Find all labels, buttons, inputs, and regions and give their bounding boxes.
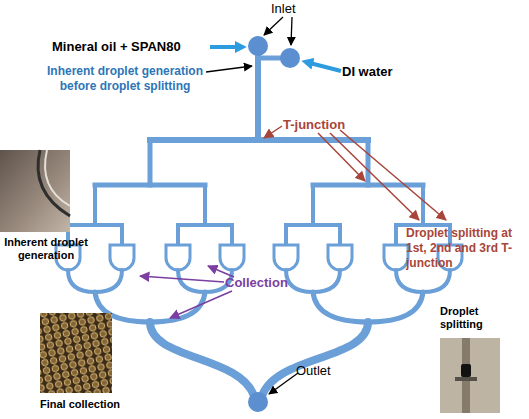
photo-splitting	[440, 338, 500, 413]
channel	[150, 140, 368, 185]
leader-arrow	[206, 66, 252, 72]
droplet-chambers	[56, 245, 462, 270]
photo-panel: Droplet splitting	[436, 305, 516, 415]
collection-network	[68, 270, 450, 396]
inlet-label: Inlet	[271, 1, 296, 17]
collection-channel	[286, 270, 340, 292]
flow-arrow	[306, 62, 341, 71]
chamber	[220, 245, 244, 270]
photo-frame	[0, 150, 70, 232]
leader-arrow	[269, 373, 298, 394]
funnel-channel	[150, 322, 254, 396]
photo-channel	[462, 338, 470, 413]
leader-arrow	[318, 133, 365, 181]
collection-label: Collection	[225, 275, 288, 291]
channel	[95, 185, 423, 225]
photo-caption: Final collection	[40, 398, 140, 411]
outlet-label: Outlet	[296, 363, 331, 379]
stage-note: Inherent droplet generation before dropl…	[44, 64, 206, 94]
chamber	[328, 245, 352, 270]
oil-inlet-port	[248, 36, 268, 56]
photo-frame	[440, 338, 500, 413]
leader-arrow	[140, 276, 224, 282]
junction-label: T-junction	[283, 117, 345, 133]
photo-droplet	[461, 364, 471, 377]
splitting-tree	[68, 140, 450, 245]
water-inlet-port	[280, 48, 300, 68]
collection-channel	[313, 292, 423, 322]
photo-caption: Droplet splitting	[436, 305, 516, 331]
leader-arrow	[264, 17, 283, 35]
photo-inherent	[0, 150, 70, 232]
photo-frame	[40, 313, 112, 393]
flow-arrow	[210, 45, 242, 49]
leader-arrow	[330, 133, 419, 220]
chamber	[166, 245, 190, 270]
channel	[68, 225, 450, 245]
channel	[68, 223, 450, 227]
photo-channel	[455, 377, 477, 381]
leader-arrow	[170, 291, 232, 318]
stage-note: Droplet splitting at 1st, 2nd and 3rd T-…	[406, 226, 518, 271]
leader-arrow	[264, 126, 282, 138]
chamber	[274, 245, 298, 270]
leader-arrow	[340, 130, 446, 220]
photo-panel: Final collection	[40, 312, 140, 414]
photo-collection	[40, 313, 112, 393]
fluid-label: DI water	[342, 64, 393, 80]
leader-arrow	[291, 17, 292, 45]
collection-channel	[396, 270, 450, 292]
outlet-port	[248, 392, 268, 412]
collection-channel	[68, 270, 122, 292]
photo-droplets	[40, 313, 112, 393]
chamber	[384, 245, 408, 270]
photo-panel: Inherent droplet generation	[0, 150, 92, 264]
funnel-channel	[262, 322, 368, 396]
chamber	[110, 245, 134, 270]
photo-caption: Inherent droplet generation	[0, 236, 92, 262]
channel	[95, 183, 423, 188]
photo-droplet	[45, 150, 70, 206]
fluid-label: Mineral oil + SPAN80	[52, 39, 181, 55]
photo-channel	[38, 150, 70, 216]
